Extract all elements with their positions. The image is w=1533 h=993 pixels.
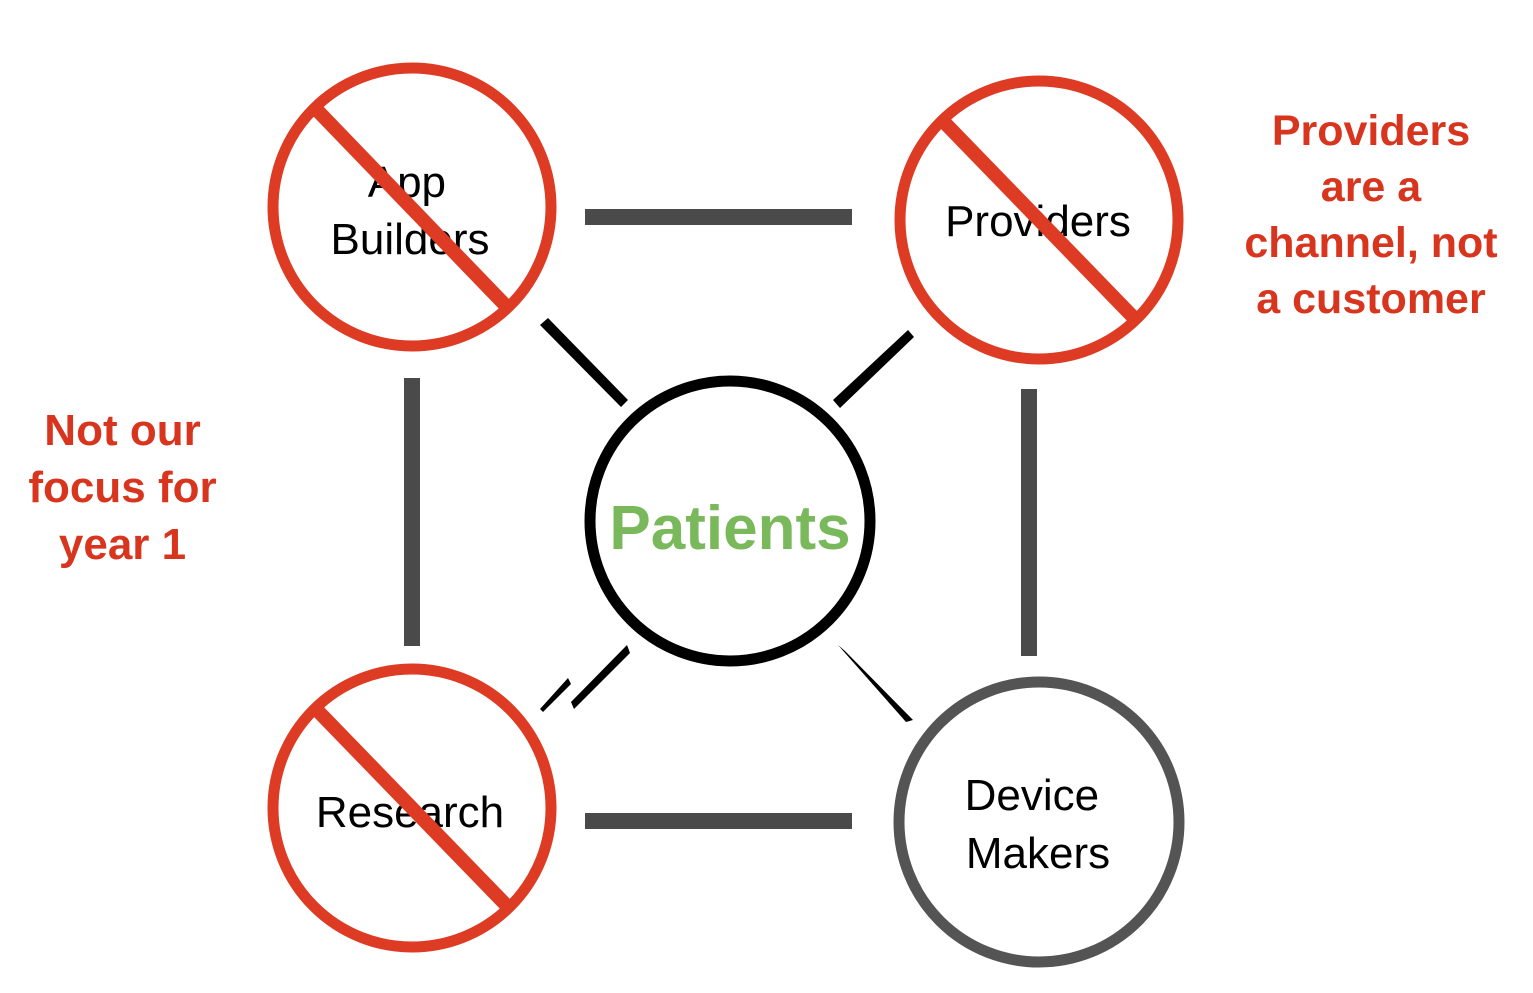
edge-providers-device-makers (1021, 389, 1037, 656)
node-device-makers-label-line-1: Device (965, 771, 1100, 820)
node-app-builders: App Builders (267, 62, 557, 352)
annotation-left-line-2: focus for (28, 463, 217, 513)
edge-app-builders-research (404, 378, 420, 646)
annotation-right: Providers are a channel, not a customer (1215, 104, 1527, 328)
annotation-left: Not our focus for year 1 (10, 402, 235, 574)
center-node-label: Patients (609, 494, 850, 563)
annotation-left-line-1: Not our (44, 406, 201, 455)
annotation-right-line-4: a customer (1256, 274, 1486, 323)
prohibited-icon-slash (310, 104, 513, 312)
node-device-makers: Device Makers (893, 676, 1185, 968)
prohibited-icon-slash (310, 704, 513, 911)
node-device-makers-label: Device Makers (965, 771, 1112, 878)
annotation-left-line-3: year 1 (58, 520, 187, 570)
spoke-research-patients-tail (540, 678, 571, 712)
node-research: Research (267, 663, 557, 953)
spoke-research-patients (571, 645, 630, 709)
node-device-makers-ring (893, 676, 1185, 968)
spoke-providers-patients (833, 330, 914, 408)
prohibited-icon-slash (937, 116, 1140, 323)
prohibited-icon (267, 663, 557, 953)
annotation-right-line-1: Providers (1271, 107, 1471, 155)
spoke-app-builders-patients (540, 318, 628, 407)
center-node: Patients (584, 375, 876, 667)
spoke-device-makers-patients (838, 645, 913, 722)
annotation-right-line-3: channel, not (1244, 218, 1498, 267)
node-providers: Providers (894, 75, 1184, 365)
annotation-right-line-2: are a (1320, 162, 1422, 211)
edge-connectors (404, 209, 1037, 829)
edge-research-device-makers (585, 813, 852, 829)
node-device-makers-label-line-2: Makers (966, 829, 1110, 878)
center-node-ring (584, 375, 876, 667)
prohibited-icon-ring (267, 663, 557, 953)
prohibited-icon (894, 75, 1184, 365)
edge-app-builders-providers (585, 209, 852, 225)
prohibited-icon-ring (894, 75, 1184, 365)
spoke-connectors (540, 318, 914, 722)
prohibited-icon-ring (267, 62, 557, 352)
prohibited-icon (267, 62, 557, 352)
